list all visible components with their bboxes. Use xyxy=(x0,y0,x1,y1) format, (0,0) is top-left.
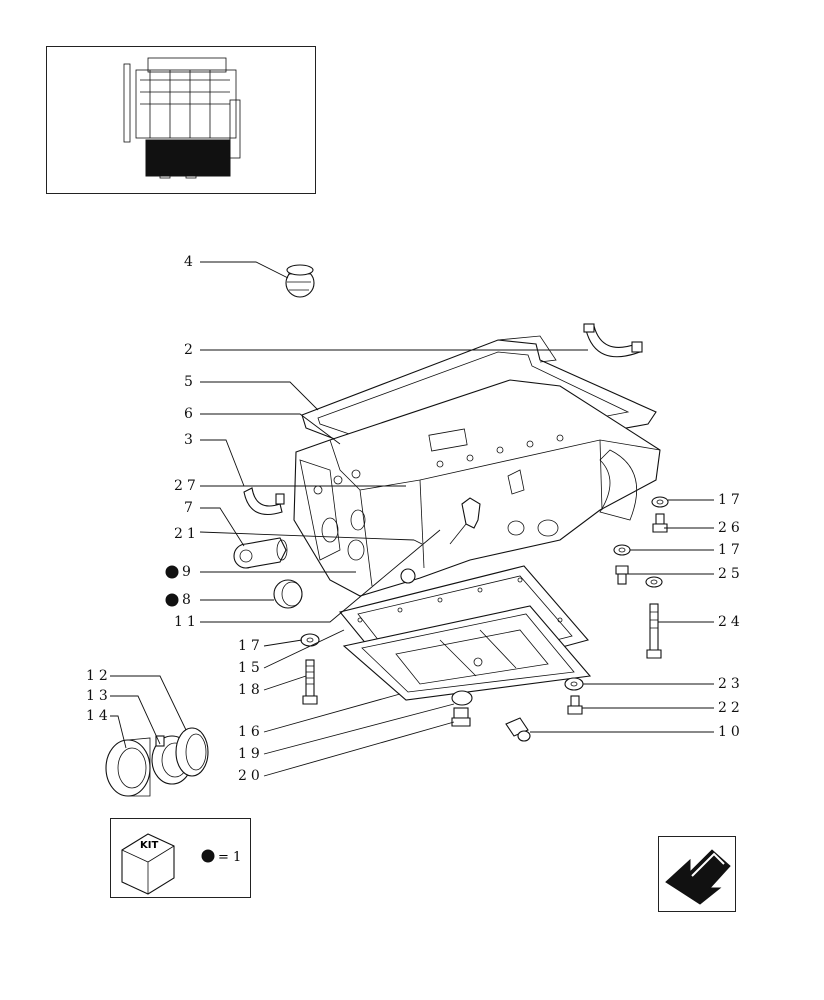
drain-plug-part-20 xyxy=(451,707,471,727)
callout-26: 26 xyxy=(718,520,744,536)
callout-12: 12 xyxy=(86,668,112,684)
callout-9: 9 xyxy=(182,564,195,580)
callout-6: 6 xyxy=(184,406,197,422)
callout-27: 27 xyxy=(174,478,200,494)
callout-14: 14 xyxy=(86,708,112,724)
callout-24: 24 xyxy=(718,614,744,630)
ring-part-8 xyxy=(273,579,303,609)
oring-part-19 xyxy=(451,690,473,706)
callout-16: 16 xyxy=(238,724,264,740)
leader-lines xyxy=(110,261,714,777)
bolt-part-18 xyxy=(302,659,318,705)
kit-box-label: KIT xyxy=(140,840,158,851)
engine-thumbnail-icon xyxy=(123,57,241,179)
bolt-part-26 xyxy=(652,513,668,533)
kit-marker-dot-8 xyxy=(165,593,179,607)
bearing-shell-part-3 xyxy=(243,487,285,516)
callout-23: 23 xyxy=(718,676,744,692)
arrow-left-down-icon[interactable] xyxy=(665,849,731,905)
bolt-part-25 xyxy=(615,565,629,585)
filled-dot-icon xyxy=(201,849,215,863)
callout-17-left: 17 xyxy=(238,638,264,654)
callout-8: 8 xyxy=(182,592,195,608)
callout-21: 21 xyxy=(174,526,200,542)
kit-legend-frame xyxy=(110,818,251,898)
nav-arrow-frame[interactable] xyxy=(658,836,736,912)
oil-pan-part-16 xyxy=(342,605,592,701)
callout-19: 19 xyxy=(238,746,264,762)
dipstick-tube-part-21 xyxy=(413,497,481,545)
callout-18: 18 xyxy=(238,682,264,698)
bolt-part-24 xyxy=(646,603,662,659)
kit-box-icon xyxy=(121,833,175,895)
callout-22: 22 xyxy=(718,700,744,716)
callout-20: 20 xyxy=(238,768,264,784)
callout-15: 15 xyxy=(238,660,264,676)
washer-part-24-top xyxy=(645,576,663,588)
callout-2: 2 xyxy=(184,342,197,358)
callout-17-right-mid: 17 xyxy=(718,542,744,558)
callout-13: 13 xyxy=(86,688,112,704)
callout-5: 5 xyxy=(184,374,197,390)
callout-25: 25 xyxy=(718,566,744,582)
sensor-part-10 xyxy=(505,717,531,742)
seal-ring-parts-12-13-14 xyxy=(105,727,209,797)
bushing-part-7 xyxy=(233,537,288,569)
callout-7: 7 xyxy=(184,500,197,516)
bearing-shell-part-2 xyxy=(583,323,643,358)
kit-legend-equals: = 1 xyxy=(218,850,241,865)
plug-part-4 xyxy=(285,264,315,298)
callout-11: 11 xyxy=(174,614,200,630)
callout-17-right-top: 17 xyxy=(718,492,744,508)
washer-part-17-right-mid xyxy=(613,544,631,556)
callout-3: 3 xyxy=(184,432,197,448)
washer-part-17-right-top xyxy=(651,496,669,508)
sump-case-body xyxy=(293,379,661,597)
kit-marker-dot-9 xyxy=(165,565,179,579)
bolt-part-22 xyxy=(567,695,583,715)
callout-10: 10 xyxy=(718,724,744,740)
washer-part-23 xyxy=(564,677,584,691)
callout-4: 4 xyxy=(184,254,197,270)
washer-part-17-left xyxy=(300,633,320,647)
